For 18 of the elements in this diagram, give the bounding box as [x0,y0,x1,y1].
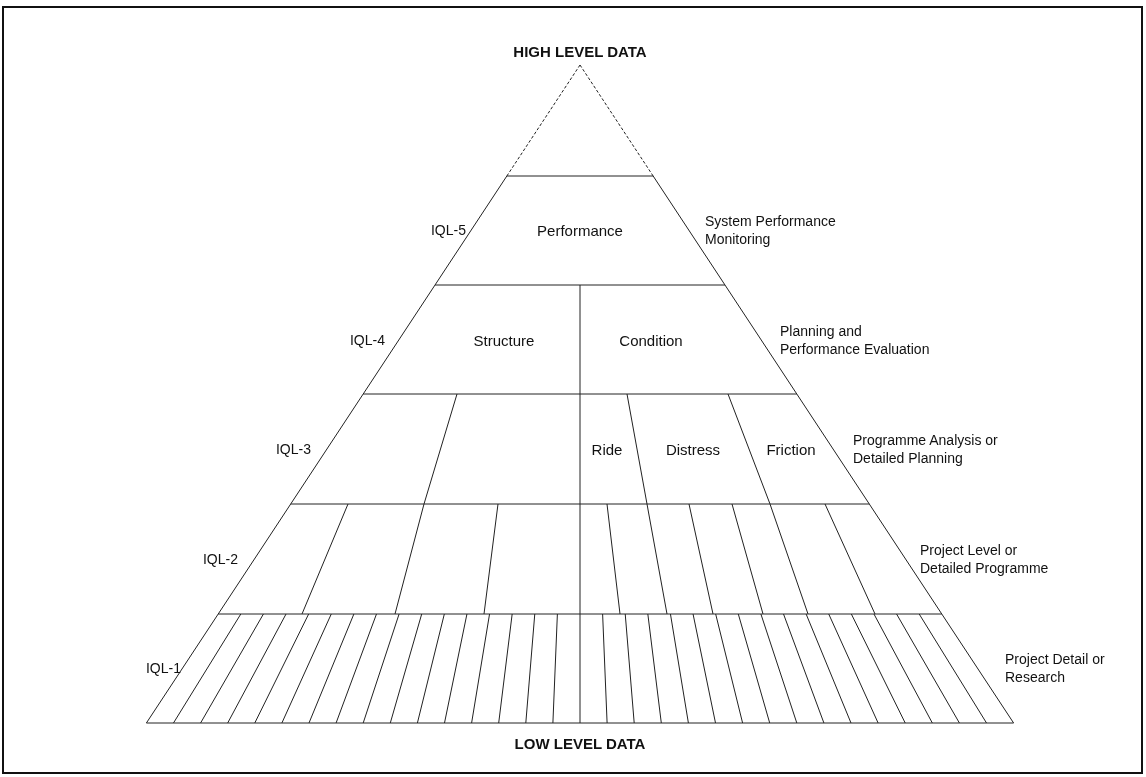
level-label: IQL-4 [350,331,385,349]
segment-label: Ride [591,440,623,458]
level-description: Project Detail or Research [1005,650,1106,686]
level-description: Planning and Performance Evaluation [780,322,931,358]
level-label: IQL-3 [276,440,311,458]
segment-label: Condition [619,331,683,349]
segment-label: Performance [537,221,623,239]
level-label: IQL-2 [203,550,238,568]
level-description: Programme Analysis or Detailed Planning [853,431,999,467]
segment-label: Friction [766,440,816,458]
level-description: System Performance Monitoring [705,212,837,248]
level-label: IQL-1 [146,659,181,677]
level-heading: HIGH LEVEL DATA [513,43,647,61]
level-heading: LOW LEVEL DATA [514,735,646,753]
segment-label: Distress [665,440,721,458]
level-description: Project Level or Detailed Programme [920,541,1050,577]
level-label: IQL-5 [431,221,466,239]
segment-label: Structure [473,331,535,349]
